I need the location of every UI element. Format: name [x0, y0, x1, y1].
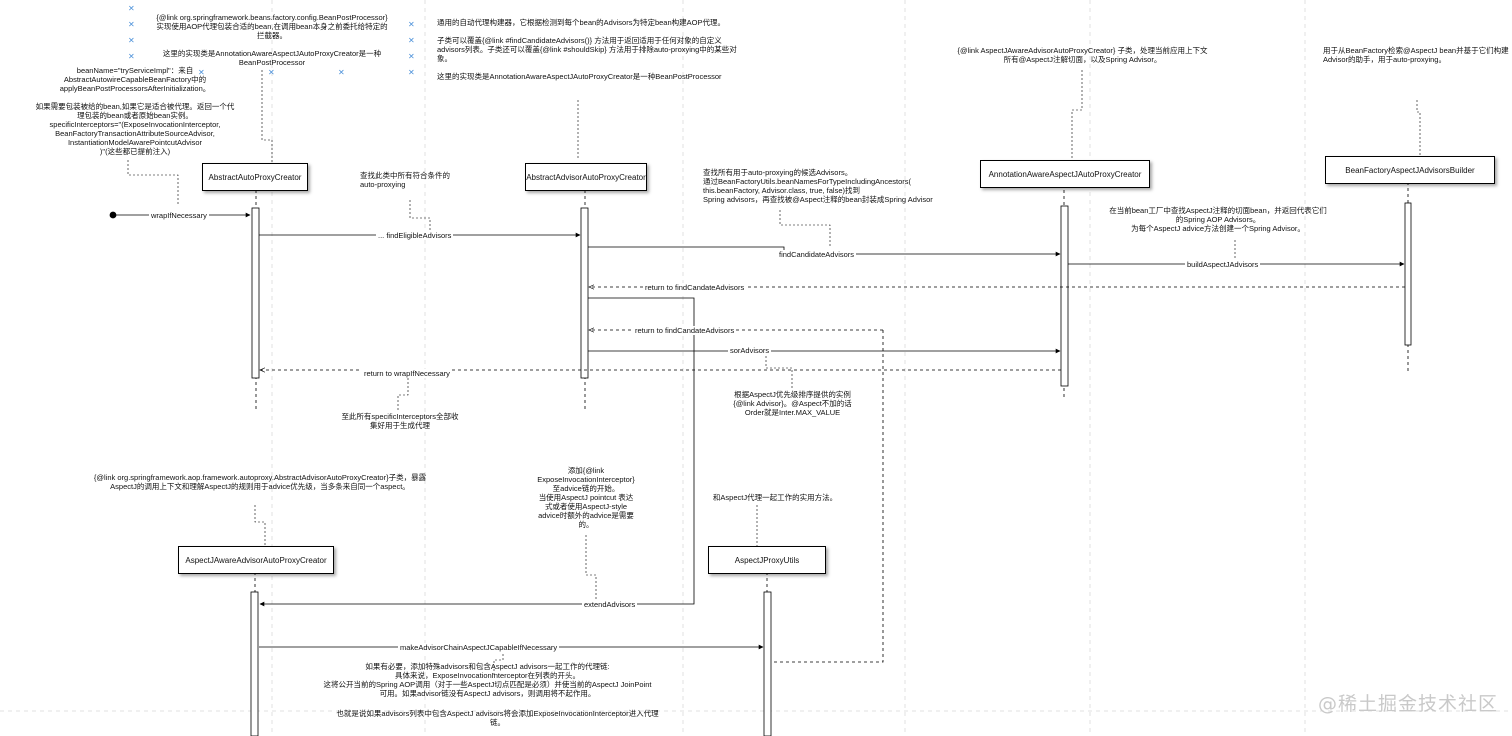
message-wrap-if-necessary: wrapIfNecessary: [149, 211, 209, 220]
x-marker-icon: ✕: [338, 68, 345, 77]
note-interceptors-collected: 至此所有specificInterceptors全部收 集好用于生成代理: [341, 412, 459, 430]
note-generic-auto-proxy: 通用的自动代理构建器，它根据检测到每个bean的Advisors为特定bean构…: [437, 18, 737, 81]
participant-aspectj-aware-advisor-auto-proxy-creator[interactable]: AspectJAwareAdvisorAutoProxyCreator: [178, 546, 334, 574]
watermark: @稀土掘金技术社区: [1317, 693, 1498, 715]
note-aspectj-aware-creator: {@link org.springframework.aop.framework…: [93, 473, 427, 491]
x-marker-icon: ✕: [128, 36, 135, 45]
note-bean-name: beanName="tryServiceImpl"：来自 AbstractAut…: [35, 66, 235, 156]
x-marker-icon: ✕: [408, 68, 415, 77]
x-marker-icon: ✕: [408, 36, 415, 45]
note-find-candidate: 查找所有用于auto-proxying的候选Advisors。 通过BeanFa…: [703, 168, 933, 204]
message-extend-advisors: extendAdvisors: [582, 600, 638, 609]
participant-annotation-aware-aspectj-auto-proxy-creator[interactable]: AnnotationAwareAspectJAutoProxyCreator: [980, 160, 1150, 188]
participant-aspectj-proxy-utils[interactable]: AspectJProxyUtils: [708, 546, 826, 574]
message-return-to-find-candidate-advisors-2: return to findCandateAdvisors: [633, 326, 737, 335]
message-sort-advisors: sorAdvisors: [728, 346, 772, 355]
participant-abstract-advisor-auto-proxy-creator[interactable]: AbstractAdvisorAutoProxyCreator: [525, 163, 647, 191]
participant-abstract-auto-proxy-creator[interactable]: AbstractAutoProxyCreator: [202, 163, 308, 191]
x-marker-icon: ✕: [128, 20, 135, 29]
message-return-to-wrap-if-necessary: return to wrapIfNecessary: [362, 369, 452, 378]
note-aspectj-subclass: {@link AspectJAwareAdvisorAutoProxyCreat…: [957, 46, 1208, 64]
note-conclusion: 也就是说如果advisors列表中包含AspectJ advisors将会添加E…: [336, 709, 659, 727]
note-find-all-eligible: 查找此类中所有符合条件的 auto-proxying: [360, 171, 450, 189]
x-marker-icon: ✕: [128, 4, 135, 13]
x-marker-icon: ✕: [408, 52, 415, 61]
message-find-candidate-advisors: findCandidateAdvisors: [777, 250, 857, 259]
message-return-to-find-candidate-advisors-1: return to findCandateAdvisors: [643, 283, 747, 292]
note-make-advisor-chain: 如果有必要，添加特殊advisors和包含AspectJ advisors一起工…: [323, 662, 652, 698]
activation-bars: [250, 202, 1412, 736]
message-build-aspectj-advisors: buildAspectJAdvisors: [1185, 260, 1261, 269]
message-find-eligible-advisors: ... findEligibleAdvisors: [376, 231, 454, 240]
x-marker-icon: ✕: [198, 68, 205, 77]
message-arrows: [109, 211, 1405, 663]
x-marker-icon: ✕: [408, 20, 415, 29]
note-lookup-aspectj-beans: 在当前bean工厂中查找AspectJ注释的切面bean，并返回代表它们 的Sp…: [1109, 206, 1327, 233]
x-marker-icon: ✕: [268, 68, 275, 77]
note-bean-post-processor: {@link org.springframework.beans.factory…: [156, 13, 388, 67]
note-sort-advisors: 根据AspectJ优先级排序提供的实例 {@link Advisor}。@Asp…: [733, 390, 852, 417]
note-expose-invocation: 添加{@link ExposeInvocationInterceptor} 至a…: [537, 466, 635, 529]
participant-bean-factory-aspectj-advisors-builder[interactable]: BeanFactoryAspectJAdvisorsBuilder: [1325, 156, 1495, 184]
message-make-advisor-chain: makeAdvisorChainAspectJCapableIfNecessar…: [398, 643, 560, 652]
note-aspectj-proxy-utils: 和AspectJ代理一起工作的实用方法。: [712, 493, 838, 502]
note-connectors: [127, 70, 1421, 675]
note-advisors-helper: 用于从BeanFactory检索@AspectJ bean并基于它们构建 Adv…: [1323, 46, 1509, 64]
x-marker-icon: ✕: [128, 52, 135, 61]
